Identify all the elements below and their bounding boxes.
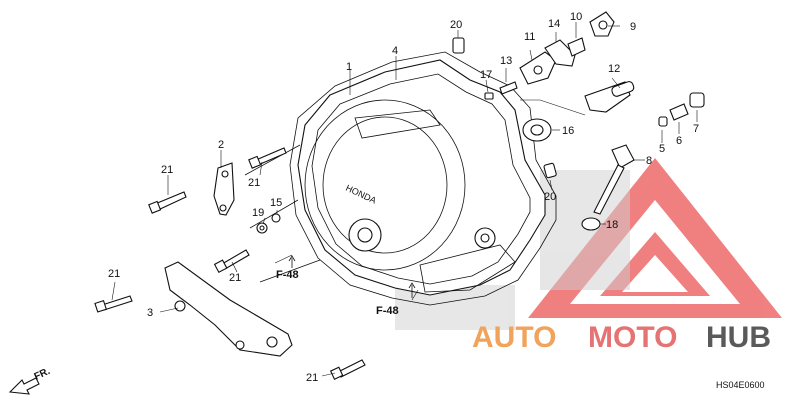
callout-10: 10 <box>570 11 582 23</box>
top-small-parts <box>484 81 518 100</box>
front-direction-arrow: FR. <box>8 366 52 395</box>
callout-15: 15 <box>270 197 282 209</box>
callout-20-right: 20 <box>544 191 556 203</box>
callout-numbers: 1 2 3 4 5 6 7 8 9 10 11 12 13 14 15 16 1… <box>108 11 699 384</box>
callout-7: 7 <box>693 123 699 135</box>
callout-20-top: 20 <box>450 19 462 31</box>
callout-6: 6 <box>676 135 682 147</box>
callout-4: 4 <box>392 45 398 57</box>
callout-16: 16 <box>562 125 574 137</box>
ref-f48-left: F-48 <box>276 269 299 281</box>
callout-3: 3 <box>147 307 153 319</box>
bearing-part-16 <box>522 118 552 142</box>
callout-11: 11 <box>524 31 535 43</box>
watermark-text: AUTO MOTO HUB <box>472 321 771 354</box>
direction-label: FR. <box>33 366 52 383</box>
dowel-part-20 <box>452 37 557 179</box>
callout-21-c: 21 <box>229 272 241 284</box>
reference-labels: F-48 F-48 <box>276 255 416 317</box>
bracket-part-2 <box>213 162 235 216</box>
callout-5: 5 <box>659 143 665 155</box>
leader-lines <box>111 22 698 377</box>
watermark-part2: MOTO <box>588 321 677 354</box>
rod-part-12 <box>584 81 635 113</box>
callout-19: 19 <box>252 207 264 219</box>
callout-21-d: 21 <box>108 268 120 280</box>
watermark-part3: HUB <box>706 321 771 354</box>
callout-17: 17 <box>480 69 492 81</box>
callout-12: 12 <box>608 63 620 75</box>
diagram-code: HS04E0600 <box>716 380 765 390</box>
callout-8: 8 <box>646 155 652 167</box>
watermark-part1: AUTO <box>472 321 556 354</box>
shift-lever-parts <box>519 11 615 85</box>
bolt-part-21 <box>94 147 366 380</box>
dipstick-part-8 <box>581 144 635 231</box>
callout-21-e: 21 <box>306 372 318 384</box>
callout-14: 14 <box>548 18 560 30</box>
callout-13: 13 <box>500 55 512 67</box>
callout-21-a: 21 <box>161 164 173 176</box>
callout-9: 9 <box>630 21 636 33</box>
callout-1: 1 <box>346 61 352 73</box>
callout-21-b: 21 <box>248 177 260 189</box>
crankcase-cover: HONDA <box>244 51 557 306</box>
washer-parts <box>256 213 281 234</box>
ref-f48-bottom: F-48 <box>376 305 399 317</box>
shading-pattern <box>395 170 630 330</box>
plug-parts <box>658 92 705 127</box>
callout-18: 18 <box>606 219 618 231</box>
bracket-part-3 <box>164 261 293 357</box>
callout-2: 2 <box>218 139 224 151</box>
